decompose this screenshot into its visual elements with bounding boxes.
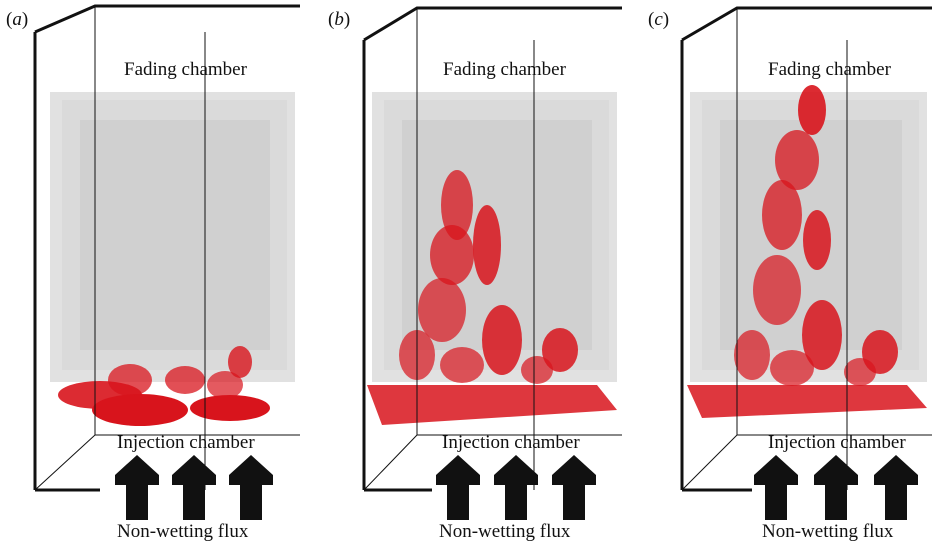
panel-a: (a) Fading chamber Injection chamber Non…	[0, 0, 300, 548]
up-arrow-icon	[754, 455, 798, 520]
panel-c-figure	[680, 6, 932, 520]
flux-arrows	[436, 455, 596, 520]
chamber-box	[680, 6, 932, 492]
panel-a-figure	[33, 4, 300, 520]
flux-arrows	[754, 455, 918, 520]
panel-tag: (c)	[648, 9, 670, 30]
up-arrow-icon	[229, 455, 273, 520]
non-wetting-fluid	[58, 346, 270, 426]
injection-chamber-label: Injection chamber	[117, 432, 255, 453]
chamber-box	[33, 4, 300, 492]
panel-tag: (a)	[6, 9, 29, 30]
flux-label: Non-wetting flux	[762, 521, 894, 542]
up-arrow-icon	[552, 455, 596, 520]
flux-arrows	[115, 455, 273, 520]
non-wetting-fluid	[367, 170, 617, 425]
up-arrow-icon	[172, 455, 216, 520]
flux-label: Non-wetting flux	[117, 521, 249, 542]
flux-label: Non-wetting flux	[439, 521, 571, 542]
injection-chamber-label: Injection chamber	[768, 432, 906, 453]
panel-b: (b) Fading chamber Injection chamber Non…	[322, 0, 622, 548]
panel-tag: (b)	[328, 9, 351, 30]
up-arrow-icon	[494, 455, 538, 520]
fading-chamber-label: Fading chamber	[768, 59, 891, 80]
injection-chamber-label: Injection chamber	[442, 432, 580, 453]
fading-chamber-label: Fading chamber	[443, 59, 566, 80]
panel-c: (c) Fading chamber Injection chamber Non…	[632, 0, 932, 548]
fading-chamber-label: Fading chamber	[124, 59, 247, 80]
panel-b-figure	[362, 6, 622, 520]
up-arrow-icon	[814, 455, 858, 520]
up-arrow-icon	[436, 455, 480, 520]
non-wetting-fluid	[687, 85, 927, 418]
up-arrow-icon	[115, 455, 159, 520]
up-arrow-icon	[874, 455, 918, 520]
porous-medium	[50, 92, 295, 382]
chamber-box	[362, 6, 622, 492]
